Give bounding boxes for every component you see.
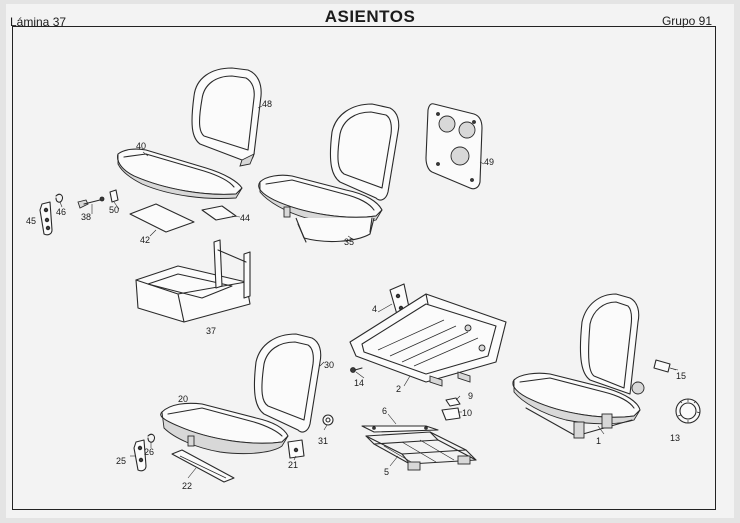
page-title: ASIENTOS <box>324 7 416 26</box>
spring-26 <box>147 433 156 443</box>
clip-bracket-10 <box>441 407 461 421</box>
callout-35: 35 <box>344 237 354 247</box>
plate-label: Lámina 37 <box>10 15 67 29</box>
seat-base-37 <box>135 239 251 323</box>
callout-46: 46 <box>56 207 66 217</box>
callout-49: 49 <box>484 157 494 167</box>
callout-numbers: 48 40 49 35 45 46 38 50 42 44 37 4 2 14 … <box>26 99 686 491</box>
slide-rail-6 <box>361 425 439 433</box>
seat-cushion-20 <box>160 402 289 455</box>
hinge-pin-15 <box>653 359 679 373</box>
callout-14: 14 <box>354 378 364 388</box>
callout-50: 50 <box>109 205 119 215</box>
seat-frame-2 <box>349 293 507 387</box>
backrest-panel-49 <box>425 103 483 190</box>
latch-45 <box>39 201 53 236</box>
spring-46 <box>55 193 64 203</box>
exploded-seat-drawing: 48 40 49 35 45 46 38 50 42 44 37 4 2 14 … <box>26 67 701 491</box>
callout-10: 10 <box>462 408 472 418</box>
backrest-48 <box>191 67 262 167</box>
clip-9 <box>445 397 461 407</box>
callout-25: 25 <box>116 456 126 466</box>
rail-22 <box>171 449 235 483</box>
callout-21: 21 <box>288 460 298 470</box>
callout-22: 22 <box>182 481 192 491</box>
screw-38 <box>77 196 105 209</box>
callout-9: 9 <box>468 391 473 401</box>
callout-37: 37 <box>206 326 216 336</box>
callout-5: 5 <box>384 467 389 477</box>
bracket-21 <box>287 439 305 459</box>
callout-15: 15 <box>676 371 686 381</box>
seat-cushion-40 <box>117 148 243 199</box>
callout-30: 30 <box>324 360 334 370</box>
seat-assembly-1 <box>512 293 645 439</box>
plate-44 <box>201 205 237 221</box>
callout-26: 26 <box>144 447 154 457</box>
drawing-frame <box>12 26 716 510</box>
callout-4: 4 <box>372 304 377 314</box>
callout-44: 44 <box>240 213 250 223</box>
leader-lines <box>59 105 677 479</box>
washer-31 <box>322 414 334 426</box>
callout-42: 42 <box>140 235 150 245</box>
callout-48: 48 <box>262 99 272 109</box>
callout-20: 20 <box>178 394 188 404</box>
callout-38: 38 <box>81 212 91 222</box>
latch-25 <box>133 439 147 472</box>
backrest-30 <box>253 333 322 433</box>
callout-1: 1 <box>596 436 601 446</box>
floor-rail-frame-5 <box>365 431 477 471</box>
callout-13: 13 <box>670 433 680 443</box>
group-label: Grupo 91 <box>661 14 712 28</box>
callout-45: 45 <box>26 216 36 226</box>
callout-31: 31 <box>318 436 328 446</box>
parts-diagram-sheet: Lámina 37 ASIENTOS Grupo 91 <box>6 4 734 518</box>
plate-42 <box>129 203 195 233</box>
callout-6: 6 <box>382 406 387 416</box>
adjuster-knob-13 <box>675 398 701 424</box>
rear-seat-35 <box>258 103 400 243</box>
callout-2: 2 <box>396 384 401 394</box>
bolt-14 <box>350 367 363 373</box>
callout-40: 40 <box>136 141 146 151</box>
clip-50 <box>109 189 119 203</box>
